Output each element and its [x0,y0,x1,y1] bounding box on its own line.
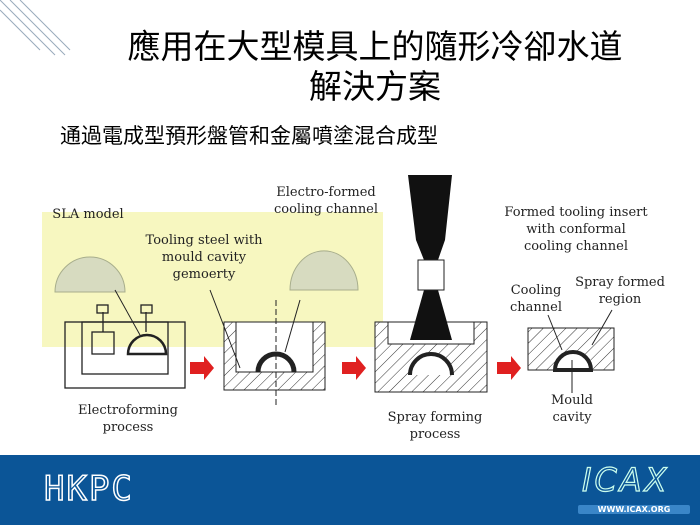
subtitle: 通過電成型預形盤管和金屬噴塗混合成型 [60,124,438,148]
sla-model-dome [54,256,126,293]
title-line-1: 應用在大型模具上的隨形冷卻水道 [127,27,623,66]
leader-lines [114,289,613,393]
tooling-steel-block [223,300,326,405]
process-arrows [190,356,521,380]
electroforming-tank [64,304,186,389]
footer-bar: HKPC ICAX WWW.ICAX.ORG [0,455,700,525]
sla-model-label: SLA model [52,207,124,222]
hkpc-logo: HKPC [43,468,134,510]
corner-stripes [0,0,71,56]
icax-url: WWW.ICAX.ORG [578,505,690,514]
formed-insert [527,327,615,372]
spray-forming-block [374,175,488,393]
icax-logo: ICAX [581,460,670,499]
electro-formed-dome [289,250,359,291]
title-line-2: 解決方案 [309,67,441,106]
spray-nozzle [408,175,452,340]
